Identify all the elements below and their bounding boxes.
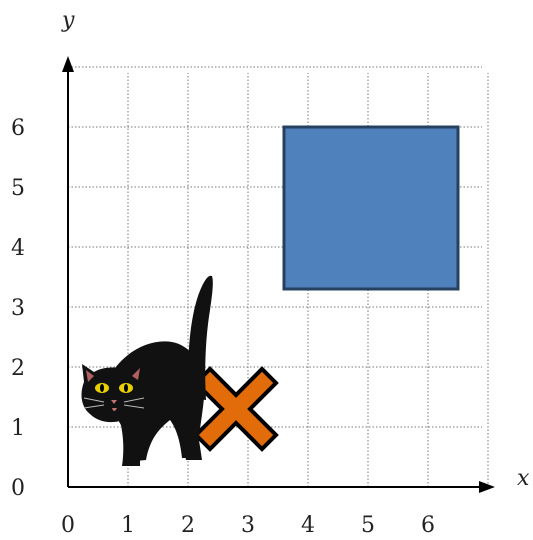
x-tick-label: 2 xyxy=(181,513,195,538)
x-axis-arrow xyxy=(479,481,495,493)
axes xyxy=(62,56,495,493)
y-tick-label: 4 xyxy=(11,236,25,261)
y-tick-label: 3 xyxy=(11,296,25,321)
x-tick-label: 3 xyxy=(241,513,255,538)
y-tick-label: 0 xyxy=(11,476,25,501)
blue-square xyxy=(282,125,460,291)
orange-cross xyxy=(193,366,279,452)
x-tick-label: 6 xyxy=(421,513,435,538)
black-cat-icon xyxy=(81,275,213,466)
y-tick-labels: 0 1 2 3 4 5 6 xyxy=(11,116,25,501)
y-tick-label: 5 xyxy=(11,176,25,201)
x-tick-label: 1 xyxy=(121,513,135,538)
x-tick-label: 4 xyxy=(301,513,315,538)
y-tick-label: 2 xyxy=(11,356,25,381)
x-tick-labels: 0 1 2 3 4 5 6 xyxy=(61,513,435,538)
x-tick-label: 5 xyxy=(361,513,375,538)
y-axis-name: y xyxy=(61,8,75,33)
x-axis-name: x xyxy=(517,466,530,491)
y-tick-label: 1 xyxy=(11,416,25,441)
y-axis-arrow xyxy=(62,56,74,72)
x-tick-label: 0 xyxy=(61,513,75,538)
y-tick-label: 6 xyxy=(11,116,25,141)
